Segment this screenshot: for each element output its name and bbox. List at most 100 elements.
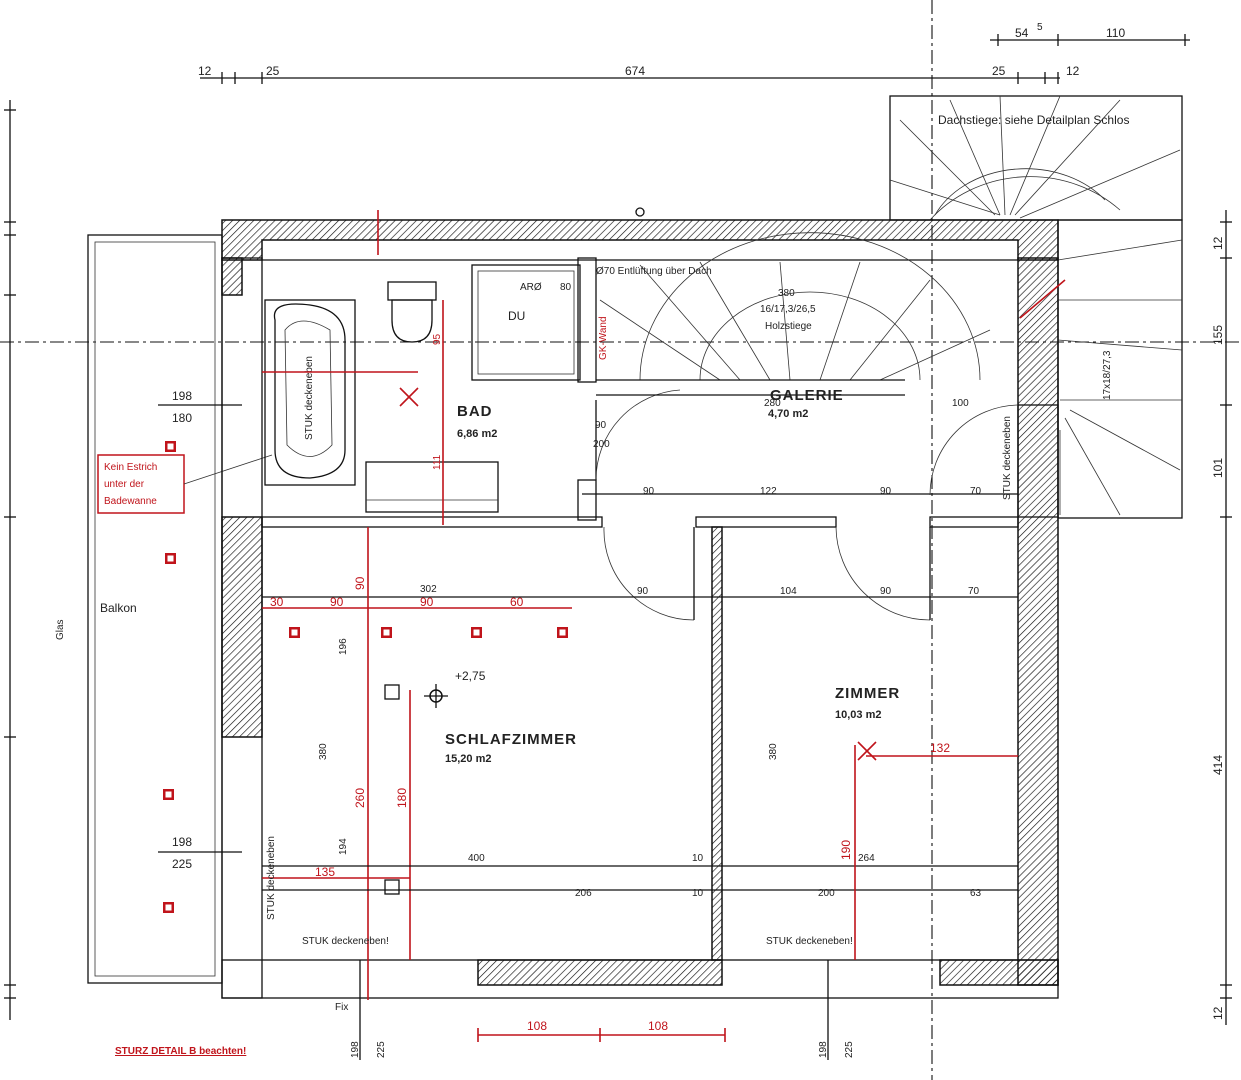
dim-top-d: 12 [1066, 64, 1080, 78]
galerie-label: GALERIE [770, 387, 844, 404]
right-dimension-line: 12 155 101 414 12 [1211, 210, 1232, 1025]
svg-text:10: 10 [692, 888, 704, 899]
svg-text:198: 198 [172, 389, 192, 403]
svg-text:135: 135 [315, 865, 335, 879]
dim-top-right-b: 110 [1106, 26, 1125, 40]
svg-text:225: 225 [172, 857, 192, 871]
svg-text:STUK deckeneben: STUK deckeneben [304, 356, 315, 440]
svg-text:264: 264 [858, 853, 875, 864]
top-right-dimension-line: 54 5 110 [990, 22, 1190, 46]
bad-area: 6,86 m2 [457, 428, 497, 440]
svg-text:GK-Wand: GK-Wand [598, 316, 609, 360]
schlafzimmer-label: SCHLAFZIMMER [445, 731, 577, 748]
dim-bottom-b: 108 [648, 1019, 668, 1033]
svg-text:196: 196 [338, 638, 349, 655]
svg-text:200: 200 [593, 439, 610, 450]
svg-text:STUK deckeneben: STUK deckeneben [1002, 416, 1013, 500]
svg-text:70: 70 [970, 486, 982, 497]
entlueftung-note: Ø70 Entlüftung über Dach [596, 266, 712, 277]
dim-right-top: 12 [1211, 236, 1225, 250]
top-dimension-line: 12 25 674 25 12 [198, 64, 1080, 84]
svg-text:400: 400 [468, 853, 485, 864]
svg-text:190: 190 [839, 840, 853, 860]
bottom-dimensions: 108 108 198 225 198 225 Fix STURZ DETAIL… [115, 960, 855, 1060]
svg-text:198: 198 [818, 1041, 829, 1058]
svg-text:111: 111 [432, 454, 443, 470]
stuk-note-right: STUK deckeneben! [766, 936, 853, 947]
svg-text:194: 194 [338, 838, 349, 855]
svg-text:225: 225 [844, 1041, 855, 1058]
svg-text:225: 225 [376, 1041, 387, 1058]
svg-text:63: 63 [970, 888, 982, 899]
svg-text:280: 280 [764, 398, 781, 409]
svg-text:200: 200 [818, 888, 835, 899]
svg-text:380: 380 [778, 288, 795, 299]
schlafzimmer: SCHLAFZIMMER 15,20 m2 +2,75 302 90 30 90… [262, 526, 1018, 1000]
svg-text:Holzstiege: Holzstiege [765, 321, 812, 332]
walls [221, 219, 1059, 999]
svg-text:90: 90 [353, 576, 367, 590]
dim-top-main: 674 [625, 64, 645, 78]
zimmer: ZIMMER 10,03 m2 104 90 70 380 264 200 63… [712, 526, 1018, 960]
schlafzimmer-area: 15,20 m2 [445, 753, 491, 765]
svg-text:122: 122 [760, 486, 777, 497]
svg-text:198: 198 [172, 835, 192, 849]
svg-text:132: 132 [930, 741, 950, 755]
sturz-note: STURZ DETAIL B beachten! [115, 1046, 246, 1057]
svg-text:302: 302 [420, 584, 437, 595]
zimmer-label: ZIMMER [835, 685, 900, 702]
svg-text:Kein Estrich: Kein Estrich [104, 462, 157, 473]
dim-right-main: 414 [1211, 755, 1225, 775]
left-dimension-line [4, 100, 16, 1020]
dim-right-mid-b: 101 [1211, 458, 1225, 478]
zimmer-area: 10,03 m2 [835, 709, 881, 721]
svg-text:30: 30 [270, 595, 284, 609]
dim-top-c: 25 [992, 64, 1006, 78]
roof-staircase: Dachstiege: siehe Detailplan Schlos [889, 95, 1183, 519]
svg-text:STUK deckeneben: STUK deckeneben [266, 836, 277, 920]
dachstiege-note: Dachstiege: siehe Detailplan Schlos [938, 113, 1129, 127]
balkon-label: Balkon [100, 601, 137, 615]
svg-text:70: 70 [968, 586, 980, 597]
dim-top-a: 12 [198, 64, 212, 78]
galerie: Ø70 Entlüftung über Dach 16/17,3/26,5 Ho… [582, 232, 1113, 500]
svg-text:17x18/27,3: 17x18/27,3 [1102, 350, 1113, 400]
svg-text:90: 90 [880, 486, 892, 497]
svg-text:90: 90 [595, 420, 607, 431]
svg-text:90: 90 [420, 595, 434, 609]
svg-text:90: 90 [643, 486, 655, 497]
svg-text:380: 380 [768, 743, 779, 760]
stuk-note-left: STUK deckeneben! [302, 936, 389, 947]
dim-right-bottom: 12 [1211, 1006, 1225, 1020]
dim-right-mid-a: 155 [1211, 325, 1225, 345]
svg-text:Fix: Fix [335, 1002, 348, 1013]
svg-text:206: 206 [575, 888, 592, 899]
svg-text:16/17,3/26,5: 16/17,3/26,5 [760, 304, 816, 315]
svg-text:95: 95 [432, 333, 443, 345]
svg-text:380: 380 [318, 743, 329, 760]
svg-text:5: 5 [1037, 22, 1043, 33]
dim-top-b: 25 [266, 64, 280, 78]
svg-text:ARØ: ARØ [520, 282, 542, 293]
svg-text:260: 260 [353, 788, 367, 808]
balcony-side-label: Glas [55, 619, 66, 640]
svg-text:180: 180 [172, 411, 192, 425]
dim-bottom-a: 108 [527, 1019, 547, 1033]
dim-top-right-a: 54 [1015, 26, 1029, 40]
kein-estrich-note: Kein Estrich unter der Badewanne [97, 454, 273, 514]
bathroom: STUK deckeneben DU ARØ 80 GK-Wand BAD 6,… [262, 264, 681, 525]
svg-text:unter der: unter der [104, 479, 145, 490]
galerie-area: 4,70 m2 [768, 408, 808, 420]
height-marker: +2,75 [455, 669, 486, 683]
svg-text:180: 180 [395, 788, 409, 808]
svg-text:60: 60 [510, 595, 524, 609]
svg-text:90: 90 [637, 586, 649, 597]
svg-text:90: 90 [880, 586, 892, 597]
svg-text:100: 100 [952, 398, 969, 409]
svg-text:198: 198 [350, 1041, 361, 1058]
svg-text:80: 80 [560, 282, 572, 293]
top-marker-icon [635, 207, 645, 217]
svg-text:90: 90 [330, 595, 344, 609]
bad-label: BAD [457, 403, 493, 420]
